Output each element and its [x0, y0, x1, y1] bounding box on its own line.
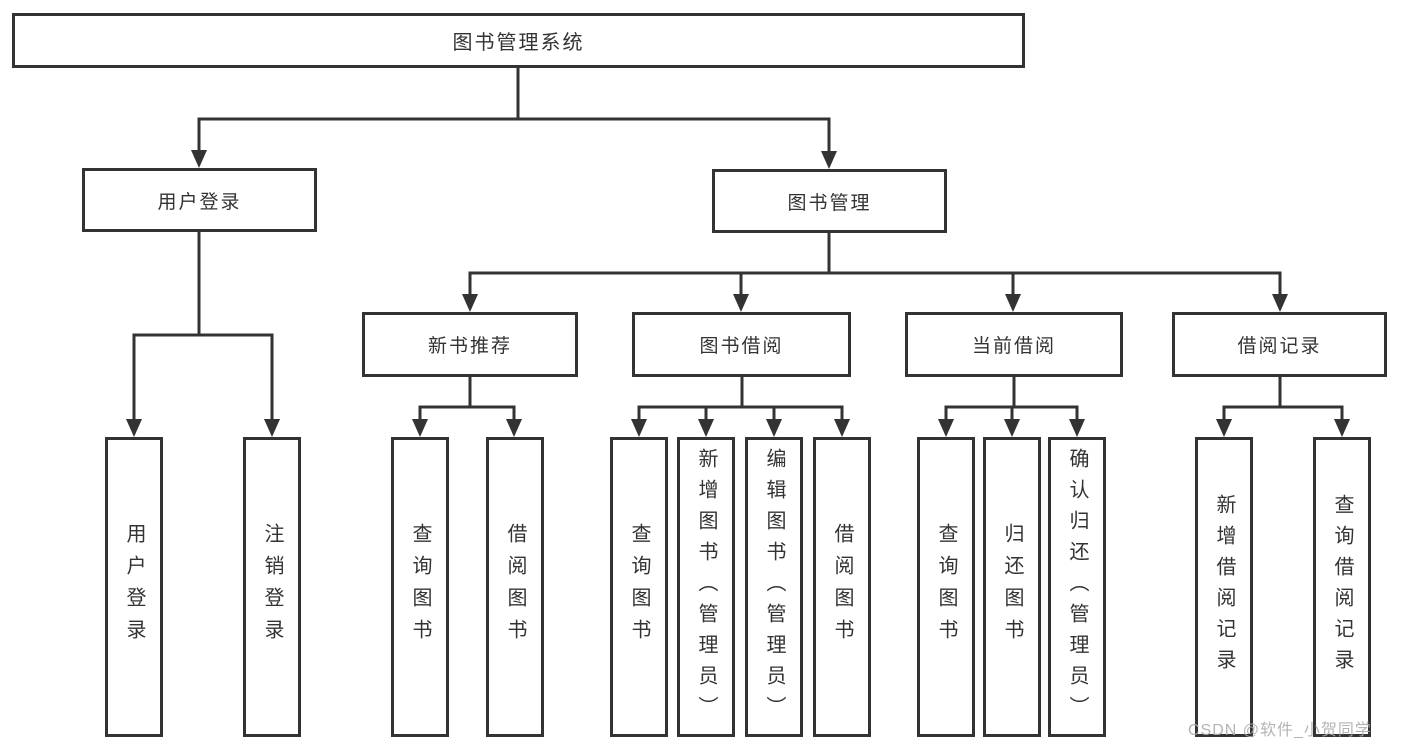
leaf-query-borrow-record: 查询借阅记录 [1313, 437, 1371, 737]
leaf-borrow-books-borrowing: 借阅图书 [813, 437, 871, 737]
node-book-borrowing: 图书借阅 [632, 312, 851, 377]
node-new-book-recommendation: 新书推荐 [362, 312, 578, 377]
leaf-logout: 注销登录 [243, 437, 301, 737]
node-current-borrowing: 当前借阅 [905, 312, 1123, 377]
leaf-user-login: 用户登录 [105, 437, 163, 737]
node-user-login: 用户登录 [82, 168, 317, 232]
leaf-add-book-admin: 新增图书（管理员） [677, 437, 735, 737]
leaf-query-books-current: 查询图书 [917, 437, 975, 737]
csdn-watermark: CSDN @软件_小贺同学 [1188, 722, 1372, 739]
node-library-management-system: 图书管理系统 [12, 13, 1025, 68]
leaf-add-borrow-record: 新增借阅记录 [1195, 437, 1253, 737]
leaf-return-book: 归还图书 [983, 437, 1041, 737]
node-book-management: 图书管理 [712, 169, 947, 233]
leaf-confirm-return-admin: 确认归还（管理员） [1048, 437, 1106, 737]
leaf-edit-book-admin: 编辑图书（管理员） [745, 437, 803, 737]
leaf-borrow-books-recommend: 借阅图书 [486, 437, 544, 737]
node-borrowing-records: 借阅记录 [1172, 312, 1387, 377]
leaf-query-books-recommend: 查询图书 [391, 437, 449, 737]
leaf-query-books-borrowing: 查询图书 [610, 437, 668, 737]
